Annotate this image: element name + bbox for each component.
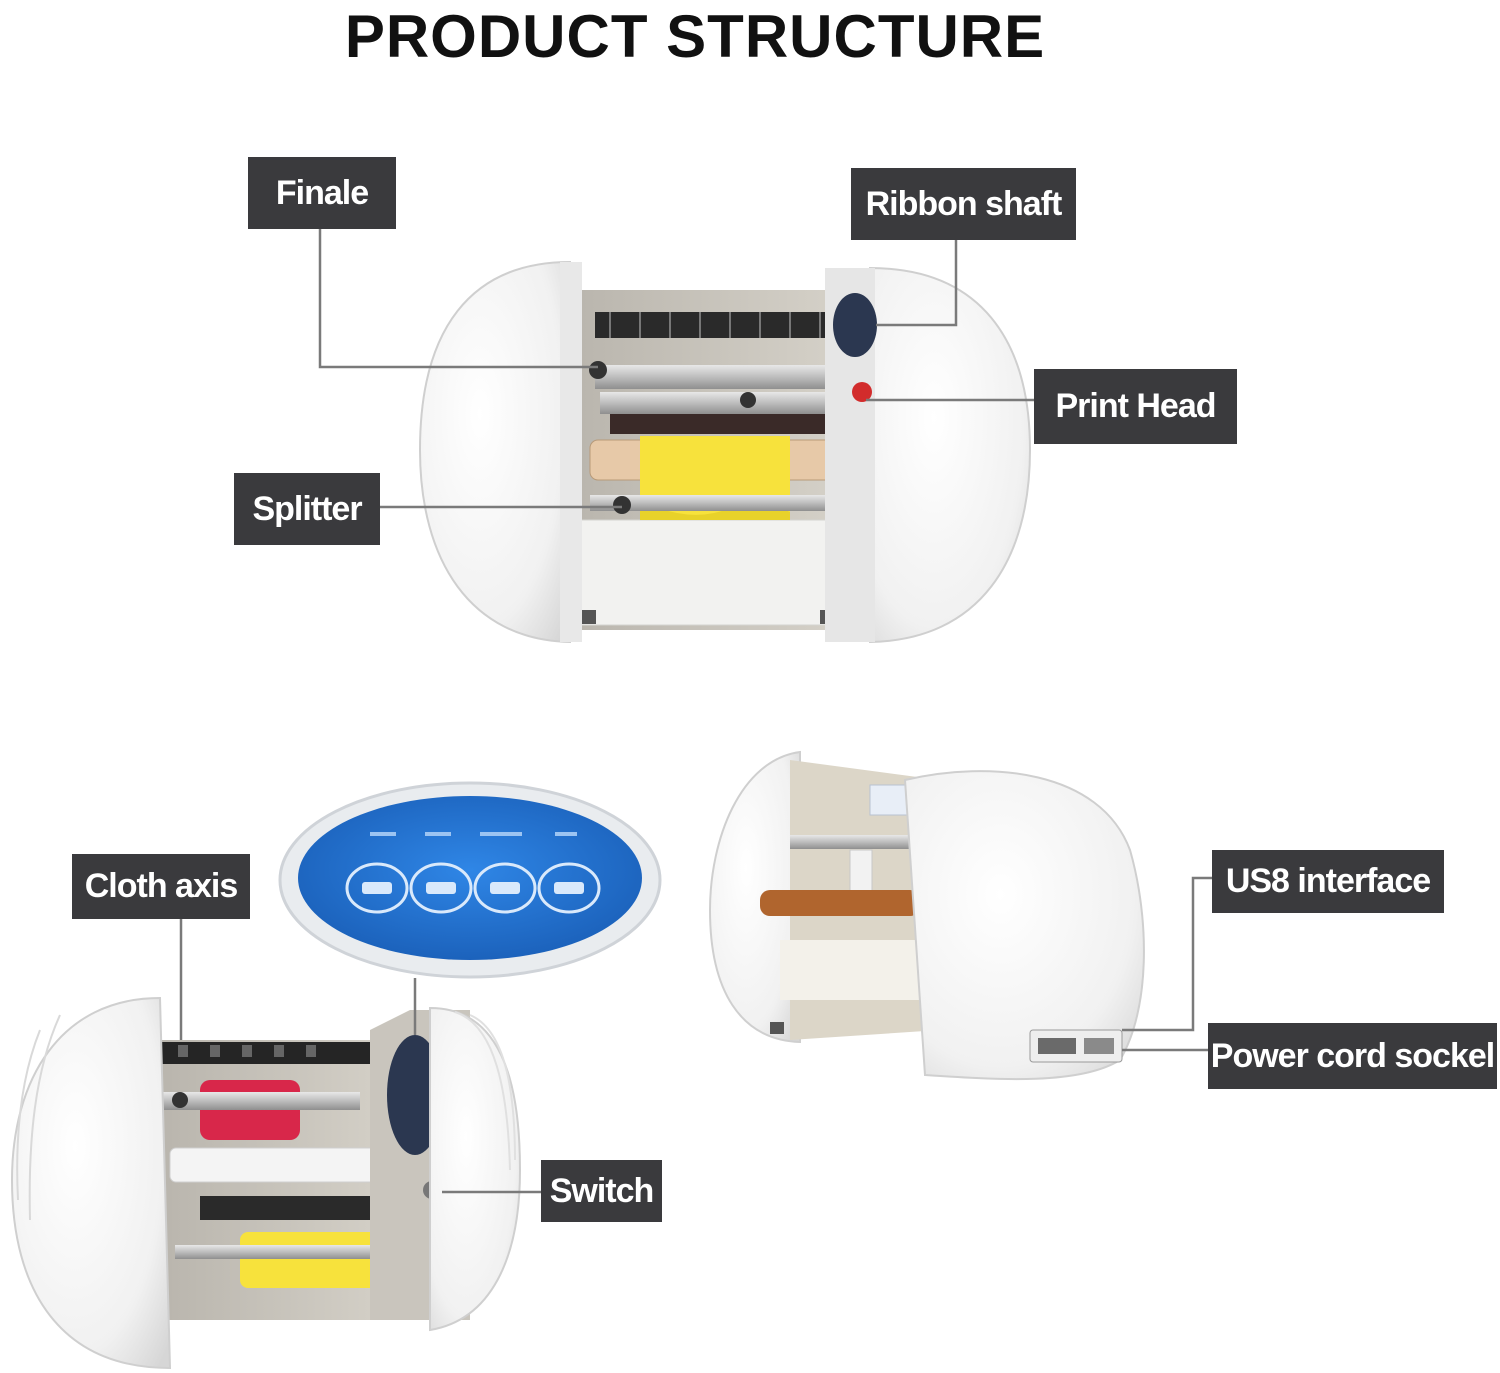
control-panel (278, 781, 662, 979)
label-ribbon-shaft: Ribbon shaft (851, 168, 1076, 240)
page-title: PRODUCT STRUCTURE (344, 3, 1046, 70)
rear-view-machine-right (708, 750, 1145, 1081)
leader-lines (179, 229, 1212, 1194)
label-splitter: Splitter (234, 473, 380, 545)
label-cloth-axis: Cloth axis (72, 854, 250, 919)
label-power-cord-socket: Power cord sockel (1208, 1023, 1497, 1089)
label-finale: Finale (248, 157, 396, 229)
label-usb-interface: US8 interface (1212, 850, 1444, 913)
front-view-machine (418, 260, 1032, 644)
side-view-machine-left (10, 996, 522, 1370)
label-print-head: Print Head (1034, 369, 1237, 444)
label-switch: Switch (541, 1160, 662, 1222)
